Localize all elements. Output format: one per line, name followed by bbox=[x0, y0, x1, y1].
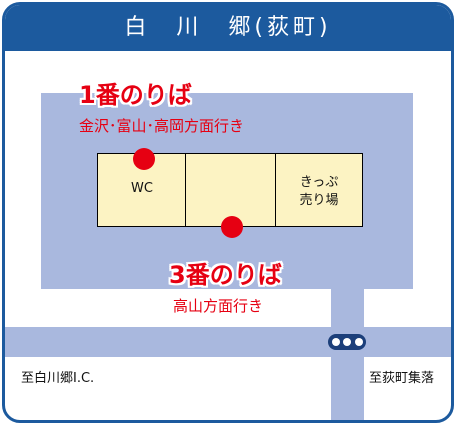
stop-3-title: 3番のりば bbox=[169, 261, 282, 289]
stop-3-destination: 高山方面行き bbox=[173, 297, 264, 315]
main-road bbox=[5, 327, 451, 357]
map-area: WC きっぷ 売り場 1番のりば 金沢･富山･高岡方面行き 3番のりば 高山方面… bbox=[5, 51, 451, 420]
map-title: 白 川 郷(荻町) bbox=[5, 5, 451, 51]
ticket-label-line1: きっぷ bbox=[299, 175, 339, 190]
ticket-label-line2: 売り場 bbox=[299, 193, 339, 208]
stop-1-destination: 金沢･富山･高岡方面行き bbox=[79, 117, 245, 135]
side-road bbox=[331, 289, 364, 420]
red-circle-icon bbox=[221, 216, 243, 238]
building-ticket-office bbox=[275, 153, 363, 227]
signal-light bbox=[331, 338, 340, 346]
direction-left-label: 至白川郷I.C. bbox=[21, 371, 95, 386]
wc-label: WC bbox=[131, 181, 153, 196]
signal-light bbox=[354, 338, 363, 346]
traffic-signal-icon bbox=[328, 334, 366, 350]
signal-light bbox=[343, 338, 351, 346]
direction-right-label: 至荻町集落 bbox=[369, 371, 435, 386]
red-circle-icon bbox=[133, 148, 155, 170]
stop-1-title: 1番のりば bbox=[79, 81, 192, 109]
